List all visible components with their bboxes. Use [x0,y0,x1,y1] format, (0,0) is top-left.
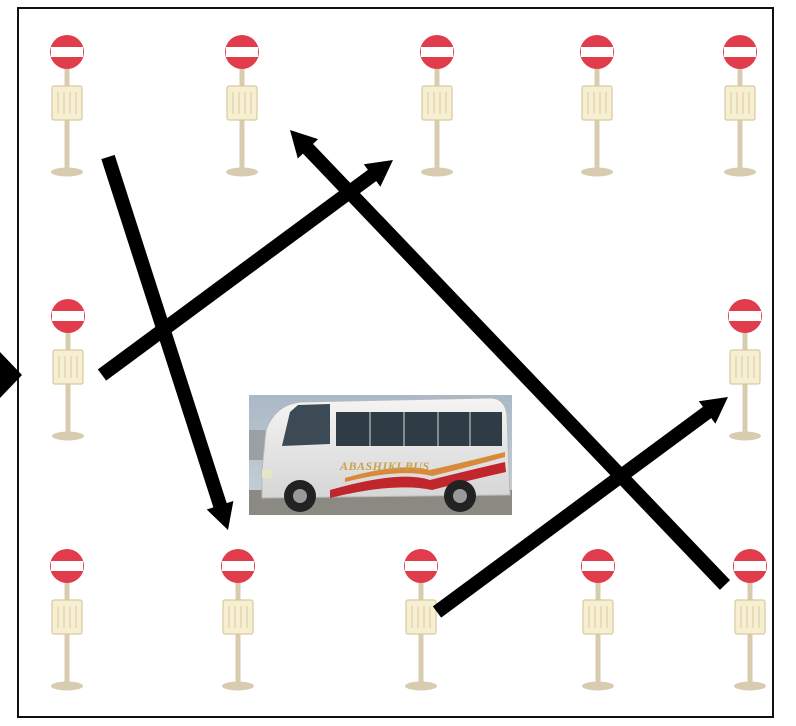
bus-stop-sign-text: BUS [59,311,77,321]
bus-stop: BUS [581,549,615,691]
timetable-panel [53,350,83,384]
bus-stop: BUS [51,299,85,441]
route-arrows [102,130,728,612]
timetable-panel [52,600,82,634]
bus-stop-sign-text: BUS [58,47,76,57]
bus-stop-sign-text: BUS [588,47,606,57]
bus-stop-sign-text: BUS [428,47,446,57]
timetable-panel [406,600,436,634]
entry-arrowhead [0,352,22,398]
bus-stop: BUS [728,299,762,441]
bus-logo-text: ABASHIKI BUS [339,459,430,473]
timetable-panel [730,350,760,384]
timetable-panel [735,600,765,634]
minibus-image: ABASHIKI BUS [249,395,512,515]
bus-stop-sign-text: BUS [731,47,749,57]
bus-stop-sign-text: BUS [229,561,247,571]
bus-stop: BUS [733,549,767,691]
timetable-panel [582,86,612,120]
bus-stops: BUS BUS BUS BUS BUS BUS BUS BUS BUS BUS BUS BUS [50,35,767,691]
bus-stop-sign-text: BUS [736,311,754,321]
route-arrow [108,157,233,530]
timetable-panel [583,600,613,634]
bus-stop: BUS [221,549,255,691]
bus-stop: BUS [723,35,757,177]
bus-stop: BUS [50,35,84,177]
route-arrow [290,130,725,585]
bus-stop: BUS [580,35,614,177]
route-arrow-shaft [307,147,725,585]
bus-stop-sign-text: BUS [58,561,76,571]
route-arrowhead [207,501,234,530]
bus-stop-sign-text: BUS [741,561,759,571]
bus-stop: BUS [404,549,438,691]
bus-stop-sign-text: BUS [412,561,430,571]
bus-stop-sign-text: BUS [589,561,607,571]
timetable-panel [227,86,257,120]
timetable-panel [52,86,82,120]
bus-stop: BUS [420,35,454,177]
bus-stop: BUS [50,549,84,691]
timetable-panel [725,86,755,120]
timetable-panel [223,600,253,634]
bus-stop-sign-text: BUS [233,47,251,57]
timetable-panel [422,86,452,120]
bus-stop: BUS [225,35,259,177]
